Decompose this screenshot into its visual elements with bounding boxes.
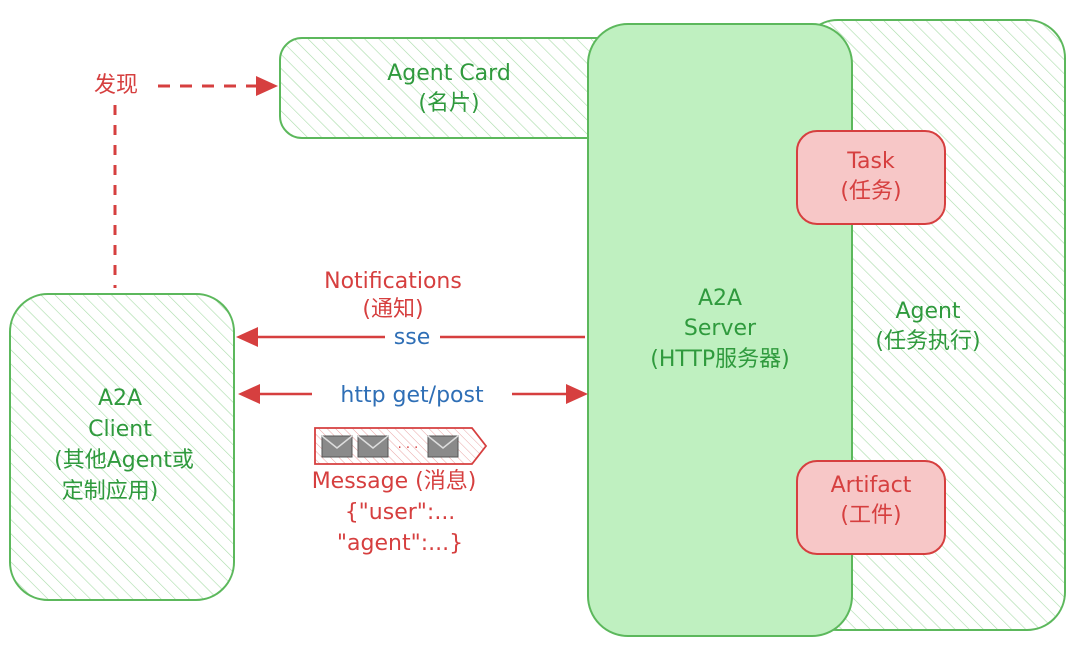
http-label: http get/post [340,383,484,408]
message-code-line2: "agent":...} [337,531,463,556]
message-code-line1: {"user":... [345,500,456,525]
client-label-line4: 定制应用) [62,479,159,504]
client-label-line2: Client [88,417,152,442]
http-arrowhead-right [566,384,588,404]
task-label-line2: (任务) [840,179,901,204]
server-label-line3: (HTTP服务器) [650,347,789,372]
server-label-line2: Server [684,316,757,341]
envelope-icon [321,435,353,458]
discover-arrowhead [256,76,278,96]
discover-label: 发现 [94,73,138,98]
agent-label-line2: (任务执行) [875,329,980,354]
message-title: Message (消息) [312,469,477,494]
artifact-box [796,460,946,555]
agent-card-title: Agent Card [387,61,511,86]
agent-card-subtitle: (名片) [418,91,479,116]
task-label-line1: Task [846,149,895,174]
envelope-icon [427,435,459,458]
client-label-line1: A2A [98,386,142,411]
agent-card-box [279,37,619,139]
sse-arrowhead [236,327,258,347]
sse-label: sse [394,325,430,350]
message-ellipsis: · · · [398,441,419,456]
client-box [9,293,235,601]
http-arrowhead-left [238,384,260,404]
task-box [796,130,946,225]
notifications-label-line2: (通知) [362,297,423,322]
envelope-icon [357,435,389,458]
notifications-label-line1: Notifications [324,269,462,294]
server-label-line1: A2A [698,286,742,311]
artifact-label-line1: Artifact [831,473,912,498]
server-box [587,23,853,637]
artifact-label-line2: (工件) [840,503,901,528]
agent-label-line1: Agent [895,299,960,324]
client-label-line3: (其他Agent或 [54,448,194,473]
